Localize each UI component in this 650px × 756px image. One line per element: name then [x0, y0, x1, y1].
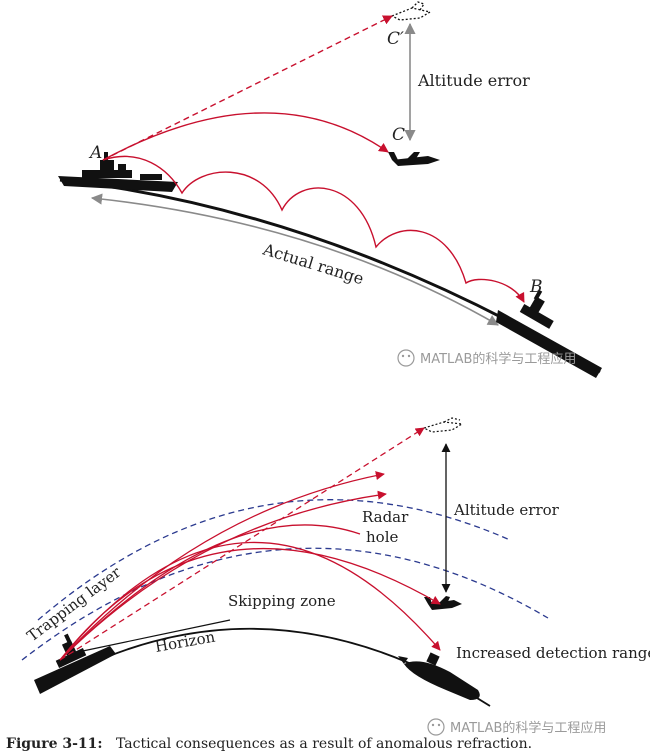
label-point-b: B	[529, 277, 543, 297]
trapping-layer-lower	[21, 547, 549, 661]
bottom-diagram: Trapping layer Radar hole Altitude error…	[21, 417, 650, 736]
ray-1	[59, 471, 385, 661]
label-point-c: C	[392, 125, 405, 145]
label-altitude-error-bottom: Altitude error	[453, 501, 560, 519]
top-diagram: A B C C′ Altitude error Actual range MAT…	[58, 1, 602, 378]
label-trapping-layer: Trapping layer	[24, 563, 125, 646]
ship-a	[58, 152, 178, 192]
watermark-text-bottom: MATLAB的科学与工程应用	[450, 720, 606, 736]
aircraft-c	[388, 152, 440, 166]
ray-4	[59, 541, 441, 661]
label-increased-detection-range: Increased detection range	[456, 644, 650, 662]
caption-label: Figure 3-11:	[6, 736, 103, 752]
submarine	[398, 652, 480, 700]
wechat-icon	[397, 349, 415, 367]
watermark-text-top: MATLAB的科学与工程应用	[420, 351, 576, 367]
duct-skip-arcs	[102, 155, 525, 303]
figure-caption: Figure 3-11: Tactical consequences as a …	[6, 736, 532, 752]
label-radar-hole-1: Radar	[362, 508, 409, 526]
label-actual-range: Actual range	[260, 239, 366, 288]
label-point-c-prime: C′	[387, 29, 404, 49]
real-ray-a-to-c	[102, 112, 389, 161]
wechat-icon-bottom	[427, 718, 445, 736]
label-skipping-zone: Skipping zone	[228, 592, 336, 610]
ship-b	[496, 289, 602, 378]
watermark-top: MATLAB的科学与工程应用	[397, 349, 576, 367]
apparent-ray-bottom	[59, 427, 425, 661]
actual-range-arrow	[90, 193, 499, 326]
label-radar-hole-2: hole	[366, 528, 398, 546]
aircraft-bottom-apparent	[422, 417, 464, 433]
apparent-ray-top	[102, 15, 393, 161]
horizon-line	[77, 619, 231, 653]
ray-5	[59, 524, 361, 661]
aircraft-c-prime	[390, 1, 432, 21]
trapping-layer-upper	[37, 499, 511, 621]
label-altitude-error-top: Altitude error	[417, 71, 530, 90]
caption-text: Tactical consequences as a result of ano…	[116, 736, 532, 752]
label-horizon: Horizon	[154, 628, 217, 656]
watermark-bottom: MATLAB的科学与工程应用	[427, 718, 606, 736]
label-point-a: A	[88, 143, 102, 163]
